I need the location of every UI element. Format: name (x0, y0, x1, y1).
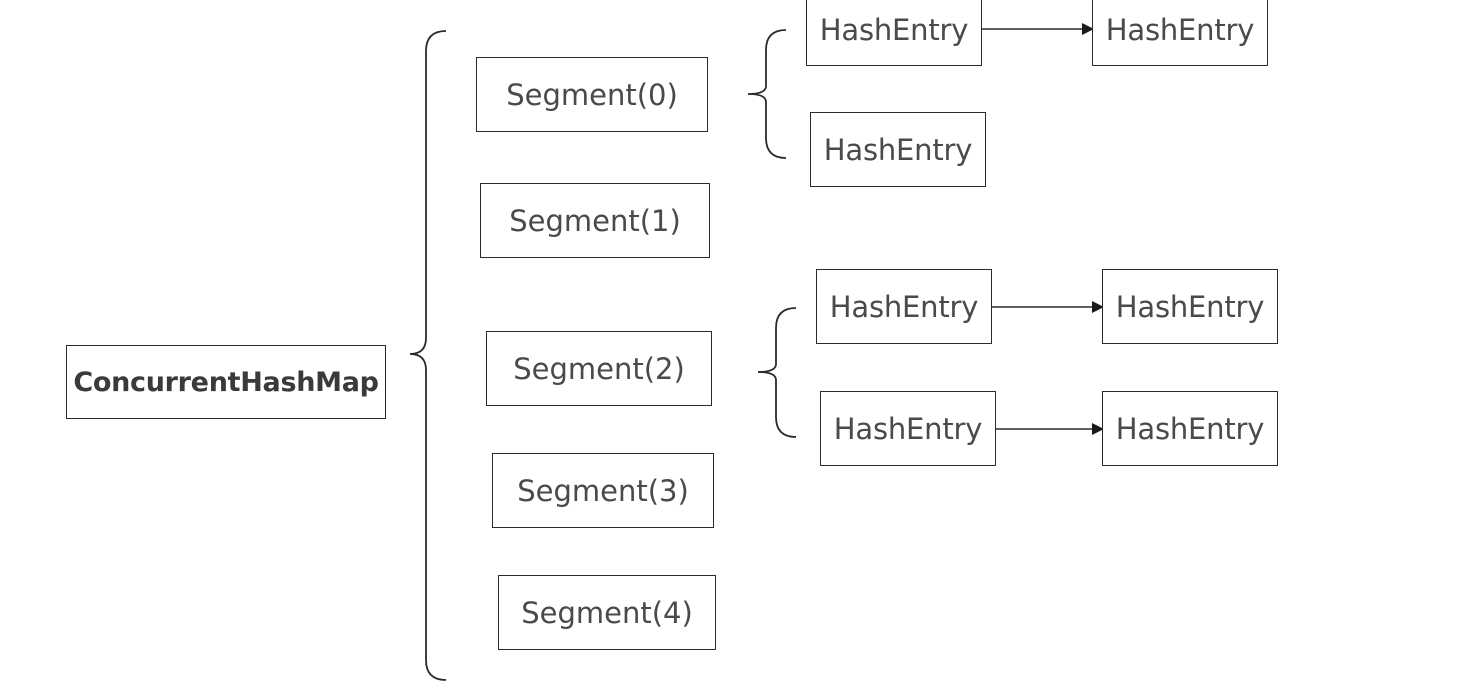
segment2-brace (757, 307, 797, 438)
segment-label: Segment(4) (521, 595, 693, 630)
segment0-brace (747, 29, 787, 159)
hashentry-label: HashEntry (833, 411, 983, 446)
hashentry-seg2-row2-head: HashEntry (820, 391, 996, 466)
hashentry-label: HashEntry (1115, 289, 1265, 324)
segments-brace (409, 30, 447, 681)
segment-node-3: Segment(3) (492, 453, 714, 528)
root-node: ConcurrentHashMap (66, 345, 386, 419)
segment-node-4: Segment(4) (498, 575, 716, 650)
segment-label: Segment(3) (517, 473, 689, 508)
segment-label: Segment(0) (506, 77, 678, 112)
hashentry-seg2-row1-next: HashEntry (1102, 269, 1278, 344)
hashentry-seg0-row1-head: HashEntry (806, 0, 982, 66)
hashentry-label: HashEntry (823, 132, 973, 167)
hashentry-label: HashEntry (1115, 411, 1265, 446)
hashentry-label: HashEntry (829, 289, 979, 324)
segment-node-0: Segment(0) (476, 57, 708, 132)
root-node-label: ConcurrentHashMap (73, 366, 379, 398)
hashentry-seg0-row1-next: HashEntry (1092, 0, 1268, 66)
segment-label: Segment(2) (513, 351, 685, 386)
segment-node-1: Segment(1) (480, 183, 710, 258)
hashentry-seg0-row2-head: HashEntry (810, 112, 986, 187)
hashentry-seg2-row1-head: HashEntry (816, 269, 992, 344)
segment-node-2: Segment(2) (486, 331, 712, 406)
hashentry-label: HashEntry (1105, 13, 1255, 47)
hashentry-label: HashEntry (819, 13, 969, 47)
segment-label: Segment(1) (509, 203, 681, 238)
hashentry-seg2-row2-next: HashEntry (1102, 391, 1278, 466)
